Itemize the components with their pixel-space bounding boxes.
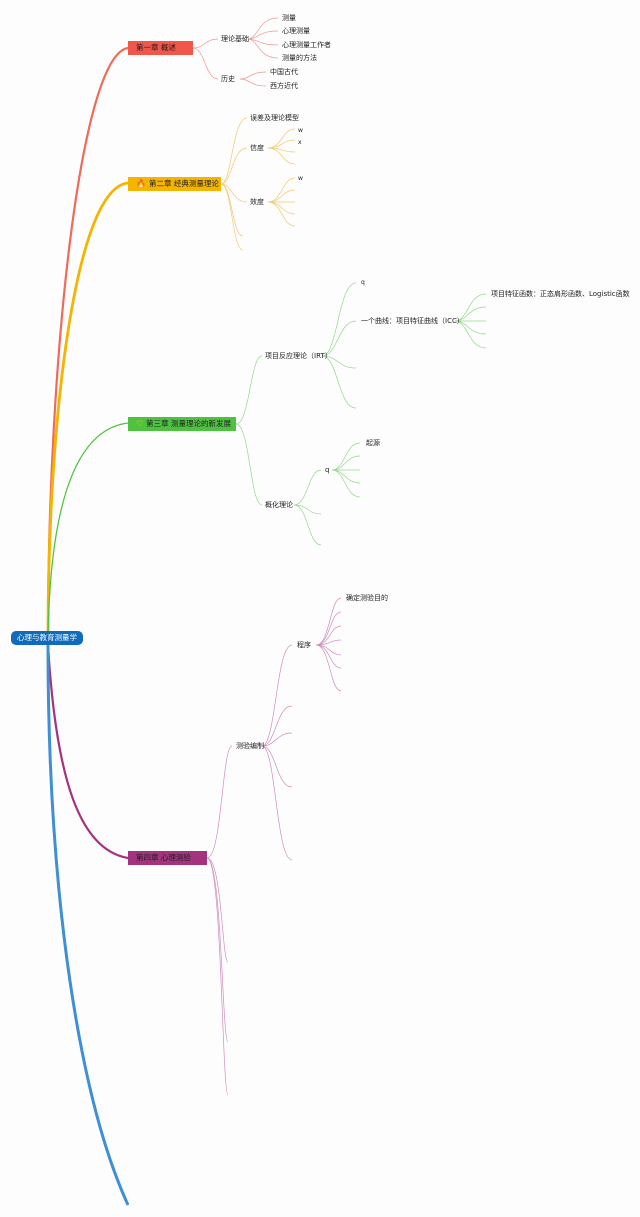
ch1-leaf-psych-measure[interactable]: 心理测量 (282, 27, 310, 35)
ch2-leaf-validity-w[interactable]: w (298, 175, 303, 182)
ch1-lines (192, 17, 279, 87)
ch2-branch-validity[interactable]: 效度 (250, 198, 264, 206)
ch2-lines (220, 117, 296, 251)
chapter-2-label: 第二章 经典测量理论 (148, 179, 219, 188)
trunk-ch4 (46, 644, 129, 860)
ch2-branch-reliability[interactable]: 信度 (250, 144, 264, 152)
ch1-leaf-methods[interactable]: 测量的方法 (282, 54, 317, 62)
chapter-4-node[interactable]: 第四章 心理测验 (128, 851, 207, 865)
ch1-leaf-modern-west[interactable]: 西方近代 (270, 82, 298, 90)
ch3-leaf-icc-function[interactable]: 项目特征函数：正态肩形函数、Logistic函数 (491, 290, 630, 298)
ch4-lines (206, 597, 342, 1096)
ch3-leaf-irt-q[interactable]: q (361, 279, 365, 286)
chapter-1-node[interactable]: 第一章 概述 (128, 41, 193, 55)
ch3-leaf-gt-q[interactable]: q (325, 466, 330, 474)
heart-icon: ♡ (136, 419, 144, 428)
ch1-branch-history[interactable]: 历史 (221, 75, 235, 83)
ch2-leaf-w[interactable]: w (298, 127, 303, 134)
ch1-leaf-workers[interactable]: 心理测量工作者 (282, 41, 331, 49)
ch3-branch-generalizability[interactable]: 概化理论 (265, 501, 293, 509)
chapter-3-node[interactable]: ♡第三章 测量理论的新发展 (128, 417, 236, 431)
ch1-branch-theory[interactable]: 理论基础 (221, 35, 249, 43)
chapter-2-node[interactable]: 🔥第二章 经典测量理论 (128, 177, 221, 191)
trunk-ch2 (46, 181, 129, 638)
ch3-leaf-origin[interactable]: 起源 (366, 439, 380, 447)
ch4-leaf-define-purpose[interactable]: 确定测验目的 (346, 594, 388, 602)
ch3-leaf-icc[interactable]: 一个曲线：项目特征曲线（ICC） (361, 317, 464, 325)
trunk-ch3 (47, 422, 129, 638)
trunk-ch5 (46, 644, 130, 1206)
ch2-leaf-x[interactable]: x (298, 139, 302, 146)
ch2-branch-error-model[interactable]: 误差及理论模型 (250, 114, 299, 122)
chapter-3-label: 第三章 测量理论的新发展 (146, 419, 232, 428)
trunk-ch1 (46, 46, 129, 638)
ch1-leaf-ancient-china[interactable]: 中国古代 (270, 68, 298, 76)
ch3-branch-irt[interactable]: 项目反应理论（IRT） (265, 352, 332, 360)
flame-icon: 🔥 (136, 179, 146, 188)
ch4-leaf-procedure[interactable]: 程序 (297, 641, 311, 649)
ch3-lines (235, 282, 487, 546)
root-node[interactable]: 心理与教育测量学 (11, 631, 83, 645)
ch4-branch-test-construction[interactable]: 测验编制 (236, 742, 264, 750)
chapter-1-label: 第一章 概述 (136, 43, 176, 52)
ch1-leaf-measure[interactable]: 测量 (282, 14, 296, 22)
chapter-4-label: 第四章 心理测验 (136, 853, 191, 862)
